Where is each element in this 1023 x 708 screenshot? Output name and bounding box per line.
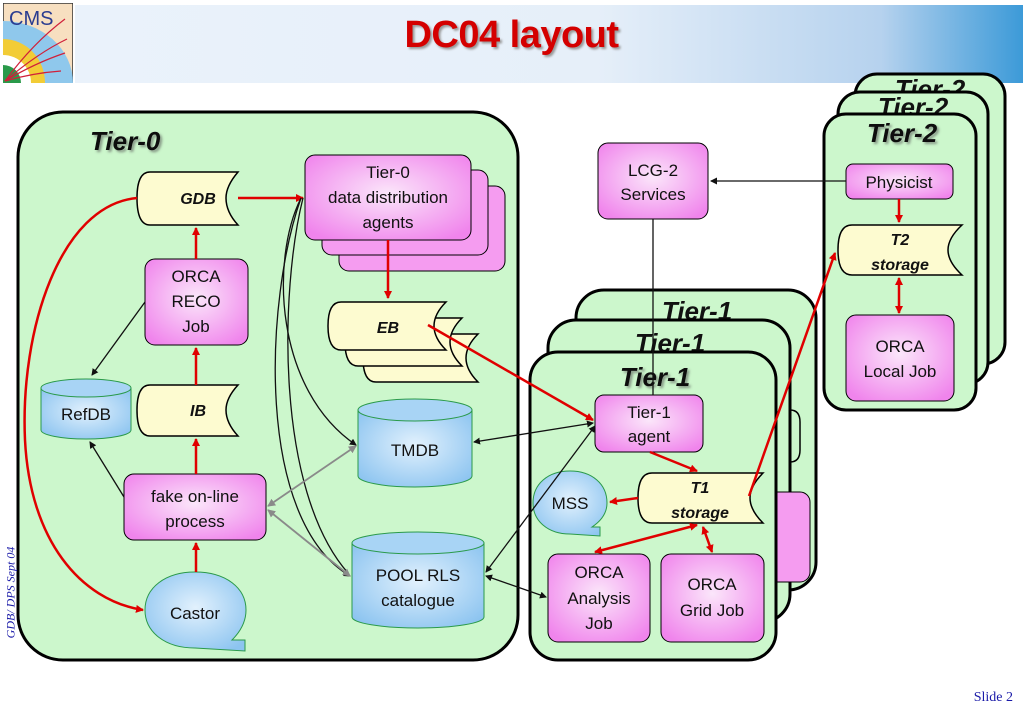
orca-reco-job[interactable]: ORCA RECO Job — [144, 258, 249, 346]
tier2-label: Tier-2 — [867, 118, 938, 148]
agents-line2: data distribution — [328, 188, 448, 207]
pool-rls-line1: POOL RLS — [376, 566, 460, 585]
castor-storage[interactable]: Castor — [144, 571, 247, 652]
lcg-line1: LCG-2 — [628, 161, 678, 180]
fake-online-line2: process — [165, 512, 225, 531]
mss-label: MSS — [552, 494, 589, 513]
orca-local-line2: Local Job — [864, 362, 937, 381]
ib-storage[interactable]: IB — [136, 384, 240, 437]
tier1-agent-line1: Tier-1 — [627, 403, 671, 422]
arrow-fake-to-refdb — [89, 441, 125, 498]
orca-local-job[interactable]: ORCA Local Job — [845, 314, 955, 402]
gdb-label: GDB — [180, 191, 216, 208]
t2-storage-line1: T2 — [891, 232, 910, 249]
fake-online-line1: fake on-line — [151, 487, 239, 506]
tier1-agent-line2: agent — [628, 427, 671, 446]
arrow-agents-to-tmdb — [282, 197, 357, 446]
slide-title: DC04 layout — [404, 14, 619, 56]
ib-label: IB — [190, 403, 206, 420]
orca-analysis-job[interactable]: ORCA Analysis Job — [547, 553, 651, 643]
arrow-t1-to-t2 — [747, 252, 837, 497]
orca-analysis-line3: Job — [585, 614, 612, 633]
pool-rls-line2: catalogue — [381, 591, 455, 610]
tmdb-database[interactable]: TMDB — [357, 398, 473, 488]
agents-line1: Tier-0 — [366, 163, 410, 182]
cms-logo: CMS — [3, 3, 73, 83]
arrow-tier1agent-to-t1 — [649, 450, 698, 473]
arrow-eb-to-tier1-agent — [427, 323, 594, 422]
title-banner — [75, 5, 1023, 83]
gdb-storage[interactable]: GDB — [136, 171, 240, 226]
physicist-label: Physicist — [865, 173, 932, 192]
tier1-agent[interactable]: Tier-1 agent — [594, 394, 704, 453]
t1-storage-line2: storage — [671, 505, 729, 522]
arrow-fake-pool — [267, 509, 351, 577]
arrow-gdb-to-castor — [23, 196, 144, 613]
t2-storage[interactable]: T2 storage — [837, 224, 964, 276]
arrow-t1-to-mss — [609, 496, 639, 505]
orca-analysis-line1: ORCA — [574, 563, 624, 582]
eb-label: EB — [377, 320, 399, 337]
castor-label: Castor — [170, 604, 220, 623]
tier0-label: Tier-0 — [90, 126, 161, 156]
slide-number: Slide 2 — [973, 690, 1013, 705]
arrow-fake-tmdb — [267, 445, 357, 507]
agents-line3: agents — [362, 213, 413, 232]
orca-grid-line2: Grid Job — [680, 601, 744, 620]
orca-grid-line1: ORCA — [687, 575, 737, 594]
orca-grid-job[interactable]: ORCA Grid Job — [660, 553, 765, 643]
tier1-label: Tier-1 — [620, 362, 690, 392]
orca-local-line1: ORCA — [875, 337, 925, 356]
t2-storage-line2: storage — [871, 257, 929, 274]
orca-reco-line2: RECO — [171, 292, 220, 311]
arrow-tier1-pool — [485, 425, 596, 573]
tmdb-label: TMDB — [391, 441, 439, 460]
refdb-label: RefDB — [61, 405, 111, 424]
arrow-t1-grid — [701, 526, 714, 553]
physicist[interactable]: Physicist — [845, 163, 954, 200]
refdb-database[interactable]: RefDB — [40, 378, 132, 440]
logo-text: CMS — [9, 8, 53, 30]
lcg2-services[interactable]: LCG-2 Services — [597, 142, 709, 220]
orca-reco-line3: Job — [182, 317, 209, 336]
t1-storage[interactable]: T1 storage — [637, 472, 765, 524]
eb-storage[interactable]: EB — [327, 301, 480, 383]
t1-storage-line1: T1 — [691, 480, 710, 497]
arrow-reco-to-refdb — [91, 301, 146, 376]
arrow-t1-analysis — [594, 522, 698, 555]
lcg-line2: Services — [620, 185, 685, 204]
orca-reco-line1: ORCA — [171, 267, 221, 286]
tier0-agents[interactable]: Tier-0 data distribution agents — [304, 154, 506, 272]
connectors — [23, 177, 903, 613]
arrow-pool-analysis — [485, 574, 547, 599]
footer-author-date: GDB/ DPS Sept 04 — [3, 546, 18, 639]
fake-online-process[interactable]: fake on-line process — [123, 473, 267, 541]
pool-rls-catalogue[interactable]: POOL RLS catalogue — [351, 531, 485, 629]
orca-analysis-line2: Analysis — [567, 589, 630, 608]
